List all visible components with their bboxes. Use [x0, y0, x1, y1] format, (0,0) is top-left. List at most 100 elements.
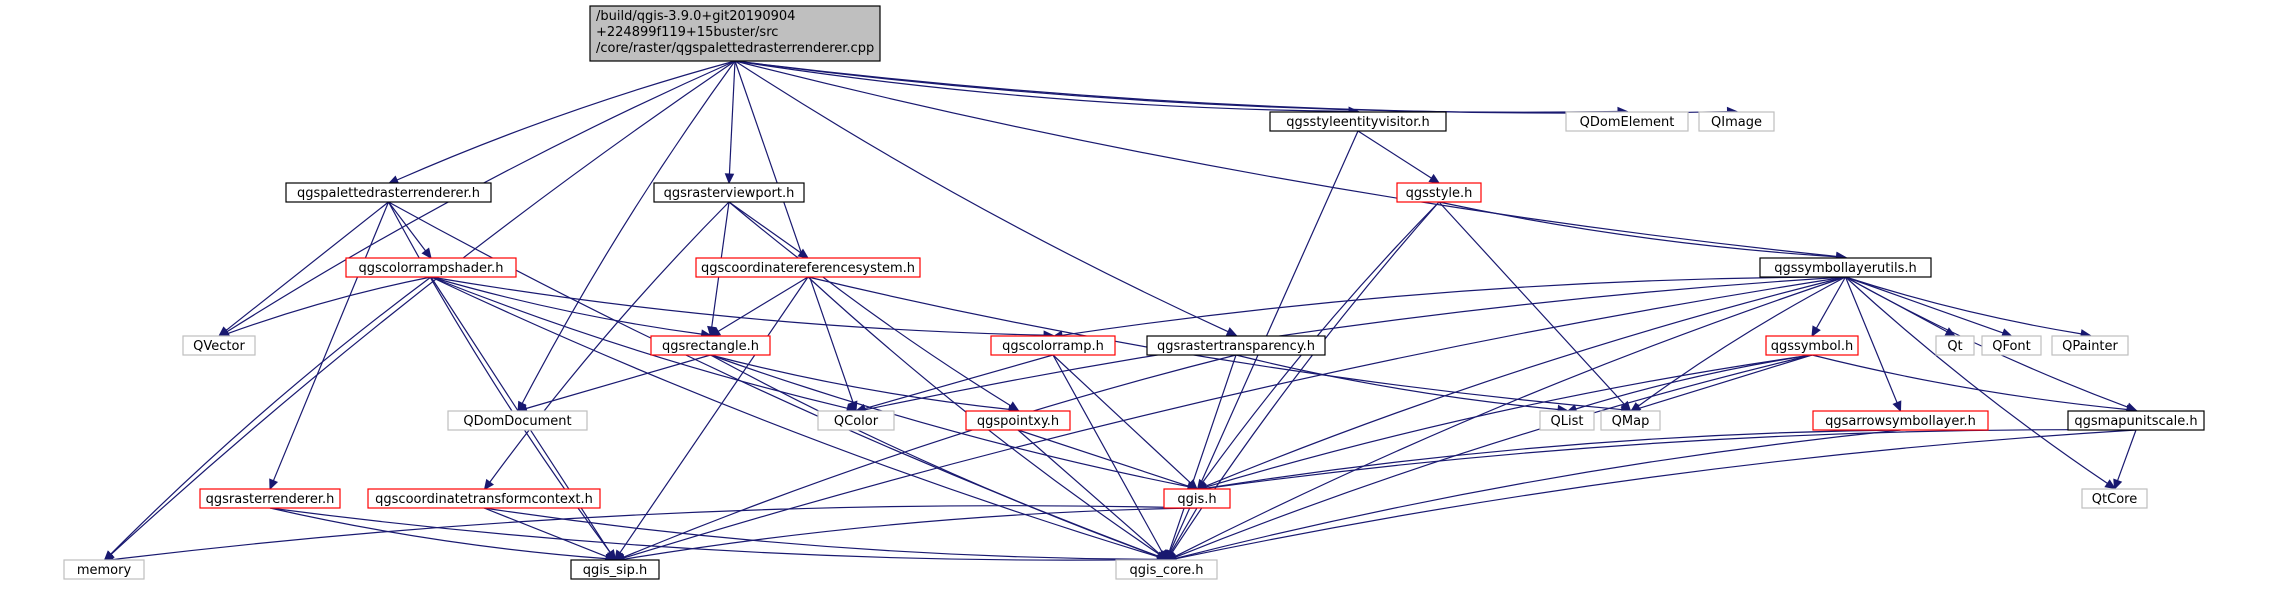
node-box[interactable] [1565, 111, 1689, 132]
node-qgis-sip-h[interactable]: qgis_sip.h [570, 559, 660, 580]
node-box[interactable] [345, 257, 517, 278]
node-box[interactable] [650, 335, 771, 356]
node-qtcore[interactable]: QtCore [2081, 488, 2148, 509]
edge-line [269, 507, 1158, 561]
node-box[interactable] [182, 335, 256, 356]
node-box[interactable] [570, 559, 660, 580]
node-qcolor[interactable]: QColor [817, 410, 895, 431]
node-qgspalettedrasterrenderer-h[interactable]: qgspalettedrasterrenderer.h [285, 182, 492, 203]
node-qgsarrowsymbollayer-h[interactable]: qgsarrowsymbollayer.h [1812, 410, 1989, 431]
edge-line [710, 354, 1189, 488]
edge-line [623, 276, 1846, 559]
node-box[interactable] [1698, 111, 1775, 132]
edge-line [2117, 429, 2137, 481]
node-box[interactable] [367, 488, 601, 509]
node-qgsstyle-h[interactable]: qgsstyle.h [1396, 182, 1482, 203]
node-qgsmapunitscale-h[interactable]: qgsmapunitscale.h [2067, 410, 2205, 431]
node-box[interactable] [447, 410, 588, 431]
edge-line [1815, 276, 1847, 329]
node-box[interactable] [2081, 488, 2148, 509]
edge-qgsrasterviewport-h-to-qgscoordinatetransformcontext-h [483, 201, 730, 491]
node-box[interactable] [1765, 335, 1859, 356]
node-box[interactable] [1115, 559, 1218, 580]
node-box[interactable] [1146, 335, 1326, 356]
node-box[interactable] [1539, 410, 1595, 431]
node-label: qgis.h [1177, 492, 1216, 507]
node-qgsrastertransparency-h[interactable]: qgsrastertransparency.h [1146, 335, 1326, 356]
node-label: qgsrectangle.h [662, 339, 759, 354]
node-qgsrectangle-h[interactable]: qgsrectangle.h [650, 335, 771, 356]
edge-line [227, 276, 432, 335]
node-memory[interactable]: memory [63, 559, 145, 580]
node-box[interactable] [1269, 111, 1447, 132]
node-box[interactable] [63, 559, 145, 580]
edge-line [1175, 429, 2137, 560]
node-qfont[interactable]: QFont [1981, 335, 2042, 356]
node-qgssymbollayerutils-h[interactable]: qgssymbollayerutils.h [1759, 257, 1932, 278]
node-label: qgscolorrampshader.h [358, 261, 503, 276]
edge-qgsstyleentityvisitor-h-to-qgsstyle-h [1357, 130, 1441, 184]
edge-line [1845, 276, 2108, 484]
node-qgsrasterviewport-h[interactable]: qgsrasterviewport.h [653, 182, 805, 203]
node-label: qgscoordinatetransformcontext.h [375, 492, 593, 507]
edge-line [110, 60, 736, 555]
edge-line [1017, 429, 1189, 487]
node-box[interactable] [199, 488, 341, 509]
edge-qgsmapunitscale-h-to-qtcore [2113, 429, 2137, 491]
node-qvector[interactable]: QVector [182, 335, 256, 356]
node-box[interactable] [1759, 257, 1932, 278]
node-box[interactable] [285, 182, 492, 203]
edge-root-to-qgsrastertransparency-h [734, 60, 1238, 336]
edge-arrowhead [1892, 400, 1902, 413]
edge-line [1235, 354, 1559, 411]
node-label: qgsrasterviewport.h [664, 186, 795, 201]
node-root[interactable]: /build/qgis-3.9.0+git20190904+224899f119… [589, 5, 881, 62]
node-qgsstyleentityvisitor-h[interactable]: qgsstyleentityvisitor.h [1269, 111, 1447, 132]
node-box[interactable] [1935, 335, 1975, 356]
node-box[interactable] [965, 410, 1071, 431]
node-qlist[interactable]: QList [1539, 410, 1595, 431]
edge-line [1205, 429, 2137, 490]
node-qpainter[interactable]: QPainter [2051, 335, 2129, 356]
node-box[interactable] [1812, 410, 1989, 431]
node-label: qgsmapunitscale.h [2074, 414, 2197, 429]
edge-qgis-h-to-qgis-core-h [1165, 507, 1198, 562]
node-qmap[interactable]: QMap [1600, 410, 1661, 431]
node-box[interactable] [653, 182, 805, 203]
edge-arrowhead [2104, 479, 2116, 490]
node-box[interactable] [2067, 410, 2205, 431]
node-qgscolorramp-h[interactable]: qgscolorramp.h [990, 335, 1116, 356]
edge-qgssymbol-h-to-qgsmapunitscale-h [1811, 354, 2138, 415]
node-qgis-core-h[interactable]: qgis_core.h [1115, 559, 1218, 580]
node-qgscoordinatetransformcontext-h[interactable]: qgscoordinatetransformcontext.h [367, 488, 601, 509]
node-qgsrasterrenderer-h[interactable]: qgsrasterrenderer.h [199, 488, 341, 509]
node-box[interactable] [1163, 488, 1231, 509]
node-box[interactable] [589, 5, 881, 62]
node-label: QList [1551, 414, 1584, 429]
edge-qgsrectangle-h-to-qgis-h [710, 354, 1199, 492]
node-qt[interactable]: Qt [1935, 335, 1975, 356]
edge-qgsmapunitscale-h-to-qgis-h [1195, 429, 2137, 494]
edge-line [1052, 354, 1163, 553]
node-qgspointxy-h[interactable]: qgspointxy.h [965, 410, 1071, 431]
edge-qgsrastertransparency-h-to-qgis-sip-h [614, 354, 1237, 562]
edge-qgscolorrampshader-h-to-qgscolorramp-h [430, 276, 1055, 340]
node-qgscolorrampshader-h[interactable]: qgscolorrampshader.h [345, 257, 517, 278]
node-box[interactable] [695, 257, 921, 278]
node-box[interactable] [1981, 335, 2042, 356]
node-box[interactable] [817, 410, 895, 431]
node-box[interactable] [2051, 335, 2129, 356]
node-qgscoordinatereferencesystem-h[interactable]: qgscoordinatereferencesystem.h [695, 257, 921, 278]
edge-qgsmapunitscale-h-to-qgis-core-h [1165, 429, 2137, 564]
node-box[interactable] [990, 335, 1116, 356]
edge-line [807, 276, 1622, 411]
edge-arrowhead [269, 478, 279, 491]
node-qgssymbol-h[interactable]: qgssymbol.h [1765, 335, 1859, 356]
node-qdomelement[interactable]: QDomElement [1565, 111, 1689, 132]
node-label: qgsstyleentityvisitor.h [1286, 115, 1429, 130]
node-box[interactable] [1396, 182, 1482, 203]
node-qimage[interactable]: QImage [1698, 111, 1775, 132]
node-qdomdocument[interactable]: QDomDocument [447, 410, 588, 431]
node-qgis-h[interactable]: qgis.h [1163, 488, 1231, 509]
node-box[interactable] [1600, 410, 1661, 431]
